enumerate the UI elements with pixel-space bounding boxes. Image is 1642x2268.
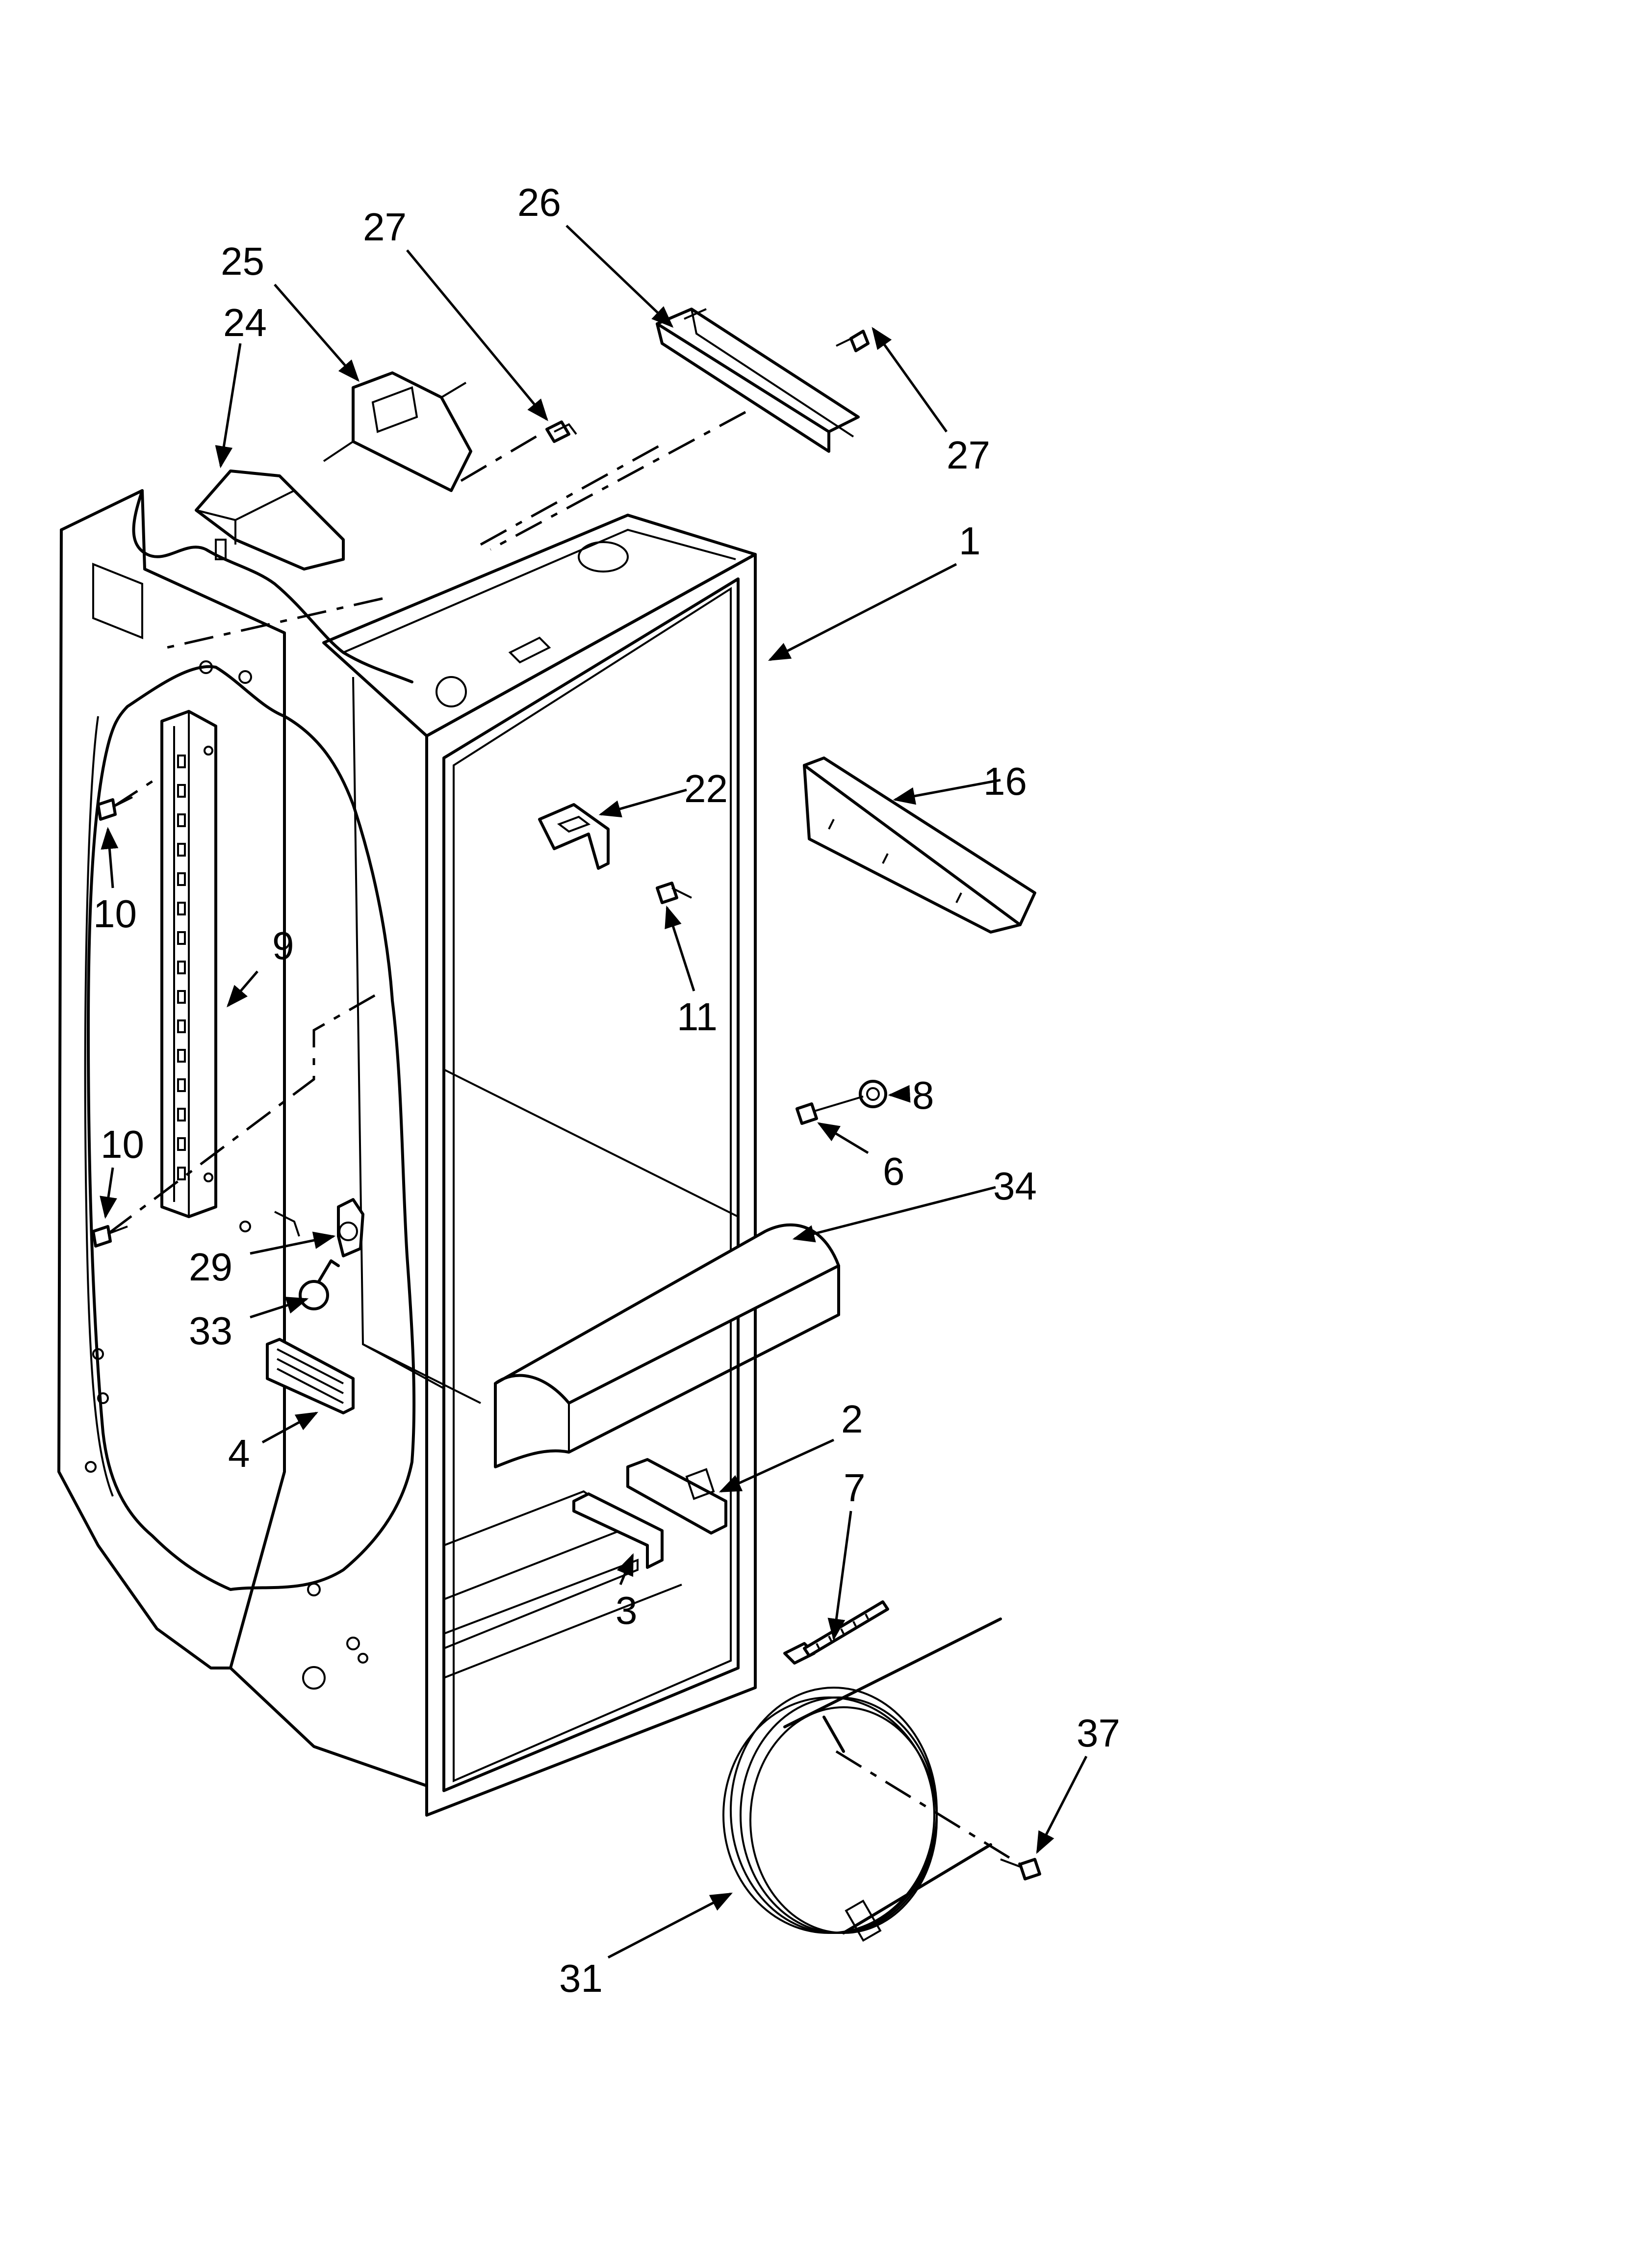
callout-2: 2	[841, 1397, 863, 1441]
callout-22: 22	[684, 767, 728, 810]
callout-26: 26	[517, 181, 561, 224]
callout-25: 25	[221, 239, 264, 283]
callout-10-lower: 10	[101, 1122, 144, 1166]
callout-29: 29	[189, 1245, 232, 1289]
callout-7: 7	[844, 1466, 866, 1510]
fasteners	[92, 330, 1041, 1880]
callout-4: 4	[228, 1432, 250, 1475]
control-housing	[195, 469, 345, 571]
callout-6: 6	[883, 1149, 905, 1193]
cabinet-liner	[57, 489, 757, 1817]
coiled-water-tubing	[722, 1617, 1002, 1942]
callout-37: 37	[1077, 1711, 1120, 1755]
leader-lines	[100, 225, 1088, 1959]
top-bracket	[323, 371, 472, 492]
vent-grille	[266, 1338, 355, 1414]
callout-16: 16	[983, 759, 1027, 803]
callout-9: 9	[272, 924, 294, 967]
callout-31: 31	[559, 1956, 603, 2000]
callout-27-top-left: 27	[363, 205, 407, 249]
callout-33: 33	[189, 1309, 232, 1353]
callout-10-upper: 10	[93, 892, 137, 936]
callout-labels: 27 26 25 24 27 1 22 16 10 9 11 8 10 6 34…	[93, 181, 1120, 2000]
lower-brackets	[572, 1458, 727, 1569]
light-socket-and-bulb	[239, 1198, 364, 1310]
callout-24: 24	[223, 301, 267, 344]
vertical-shelf-rail	[160, 710, 217, 1218]
callout-27-top-right: 27	[947, 433, 990, 477]
alignment-lines	[107, 411, 1021, 1866]
top-rail-channel	[656, 308, 860, 453]
callout-34: 34	[993, 1164, 1037, 1208]
liner-bracket	[538, 803, 610, 870]
callout-11: 11	[677, 995, 718, 1039]
callout-8: 8	[912, 1073, 934, 1117]
crisper-cover-tube	[494, 1223, 840, 1468]
cable-tie	[783, 1600, 889, 1665]
callout-1: 1	[959, 519, 981, 563]
shelf-cover-trim	[803, 756, 1036, 934]
callout-3: 3	[616, 1589, 638, 1632]
